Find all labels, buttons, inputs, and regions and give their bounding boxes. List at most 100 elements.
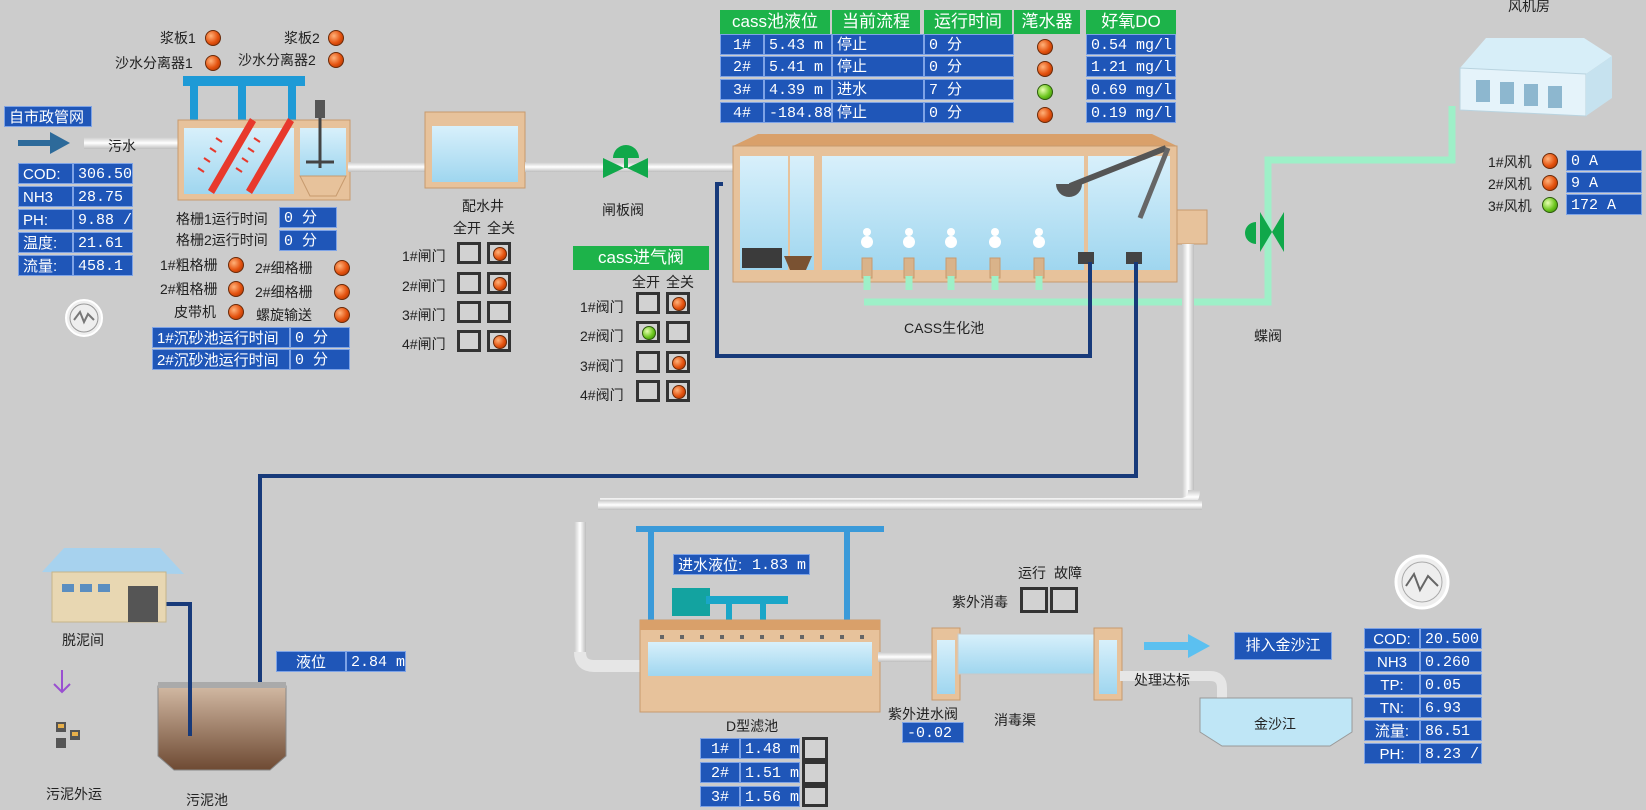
outflow-tn-value: 6.93 <box>1420 697 1482 718</box>
coarse-grid2-status[interactable] <box>228 281 244 297</box>
paddle2-status[interactable] <box>328 30 344 46</box>
air-valve2-close-button[interactable] <box>666 321 690 343</box>
gate3-close-button[interactable] <box>487 301 511 323</box>
sed1-runtime-value: 0 分 <box>290 327 350 348</box>
sludge-level-label: 液位 <box>276 651 346 672</box>
distribution-well <box>424 111 526 189</box>
inflow-cod-label: COD: <box>18 163 73 184</box>
cass-row4-runtime: 0 分 <box>924 102 1014 123</box>
disinfection-channel-label: 消毒渠 <box>994 712 1036 728</box>
outflow-ph-label: PH: <box>1364 743 1420 764</box>
blower-house <box>1459 38 1612 117</box>
gate2-open-button[interactable] <box>457 272 481 294</box>
cass-row2-id: 2# <box>720 56 764 77</box>
distribution-open-all[interactable]: 全开 <box>453 220 481 236</box>
cass-row4-process: 停止 <box>832 102 924 123</box>
blower1-status[interactable] <box>1542 153 1558 169</box>
filter2-id: 2# <box>700 762 740 783</box>
air-valve2-open-button[interactable] <box>636 321 660 343</box>
cass-row1-do: 0.54 mg/l <box>1086 34 1176 55</box>
air-valve2-label: 2#阀门 <box>580 328 624 344</box>
inflow-nh3-label: NH3 <box>18 186 73 207</box>
cass-tank-label: CASS生化池 <box>904 320 985 336</box>
inflow-pipe <box>84 137 184 149</box>
sludge-tank <box>157 682 287 771</box>
coarse-grid2-label: 2#粗格栅 <box>160 281 218 297</box>
air-valve1-close-button[interactable] <box>666 292 690 314</box>
river-label: 金沙江 <box>1254 716 1296 732</box>
air-valve1-open-button[interactable] <box>636 292 660 314</box>
coarse-grid1-label: 1#粗格栅 <box>160 257 218 273</box>
blower1-current: 0 A <box>1566 150 1642 171</box>
cass-row3-runtime: 7 分 <box>924 79 1014 100</box>
coarse-grid1-status[interactable] <box>228 257 244 273</box>
gate1-open-button[interactable] <box>457 242 481 264</box>
blower3-label: 3#风机 <box>1488 198 1532 214</box>
down-arrow-icon <box>53 670 71 694</box>
uv-fault-indicator[interactable] <box>1050 587 1078 613</box>
air-valve-close-all[interactable]: 全关 <box>666 274 694 290</box>
gate2-close-button[interactable] <box>487 272 511 294</box>
cass-row1-level: 5.43 m <box>764 34 832 55</box>
sed1-runtime-label: 1#沉砂池运行时间 <box>152 327 290 348</box>
inflow-meter-icon <box>65 299 103 337</box>
fine-grid1-status[interactable] <box>334 260 350 276</box>
outflow-nh3-value: 0.260 <box>1420 651 1482 672</box>
belt-conveyor-status[interactable] <box>228 304 244 320</box>
outflow-flow-value: 86.51 <box>1420 720 1482 741</box>
air-valve3-close-button[interactable] <box>666 351 690 373</box>
cass-row3-decanter-status[interactable] <box>1037 84 1053 100</box>
paddle1-status[interactable] <box>205 30 221 46</box>
discharge-arrow-icon <box>1144 634 1210 658</box>
air-valve4-closed-led <box>672 385 686 399</box>
gate3-label: 3#闸门 <box>402 307 446 323</box>
blower3-status[interactable] <box>1542 197 1558 213</box>
outflow-meter-icon <box>1394 554 1450 610</box>
uv-inlet-valve-label: 紫外进水阀 <box>888 706 958 722</box>
air-valve4-open-button[interactable] <box>636 380 660 402</box>
air-pipe <box>863 106 1456 306</box>
cass-runtime-header: 运行时间 <box>924 10 1012 34</box>
sand-separator2-status[interactable] <box>328 52 344 68</box>
gate2-closed-led <box>493 277 507 291</box>
gate4-close-button[interactable] <box>487 330 511 352</box>
blower2-status[interactable] <box>1542 175 1558 191</box>
gate4-open-button[interactable] <box>457 330 481 352</box>
filter3-status-box[interactable] <box>802 785 828 807</box>
cass-row2-decanter-status[interactable] <box>1037 61 1053 77</box>
filter2-status-box[interactable] <box>802 761 828 785</box>
filter1-status-box[interactable] <box>802 737 828 761</box>
sand-separator1-status[interactable] <box>205 55 221 71</box>
fine-grid1-label: 2#细格栅 <box>255 260 313 276</box>
gate3-open-button[interactable] <box>457 301 481 323</box>
grid2-runtime-label: 格栅2运行时间 <box>176 232 268 248</box>
blower2-current: 9 A <box>1566 172 1642 193</box>
distribution-title: 配水井 <box>462 198 504 214</box>
sludge-level-value: 2.84 m <box>346 651 406 672</box>
sludge-tank-label: 污泥池 <box>186 792 228 808</box>
screw-conveyor-status[interactable] <box>334 307 350 323</box>
cass-row3-do: 0.69 mg/l <box>1086 79 1176 100</box>
fine-grid2-status[interactable] <box>334 284 350 300</box>
cass-level-header: cass池液位 <box>720 10 830 34</box>
gate1-close-button[interactable] <box>487 242 511 264</box>
sed2-runtime-label: 2#沉砂池运行时间 <box>152 349 290 370</box>
cass-tank <box>732 134 1208 283</box>
cass-row4-decanter-status[interactable] <box>1037 107 1053 123</box>
river-basin <box>1199 697 1353 747</box>
distribution-close-all[interactable]: 全关 <box>487 220 515 236</box>
outflow-ph-value: 8.23 / <box>1420 743 1482 764</box>
uv-run-indicator[interactable] <box>1020 587 1048 613</box>
d-filter-label: D型滤池 <box>726 718 779 734</box>
outflow-cod-value: 20.500 <box>1420 628 1482 649</box>
cass-row4-id: 4# <box>720 102 764 123</box>
air-valve3-closed-led <box>672 356 686 370</box>
air-valve4-close-button[interactable] <box>666 380 690 402</box>
air-valve-open-all[interactable]: 全开 <box>632 274 660 290</box>
paddle1-label: 浆板1 <box>160 30 196 46</box>
cass-air-valve-title: cass进气阀 <box>573 246 709 270</box>
air-valve3-open-button[interactable] <box>636 351 660 373</box>
cass-row1-process: 停止 <box>832 34 924 55</box>
cass-row1-decanter-status[interactable] <box>1037 39 1053 55</box>
filter1-level: 1.48 m <box>740 738 800 759</box>
